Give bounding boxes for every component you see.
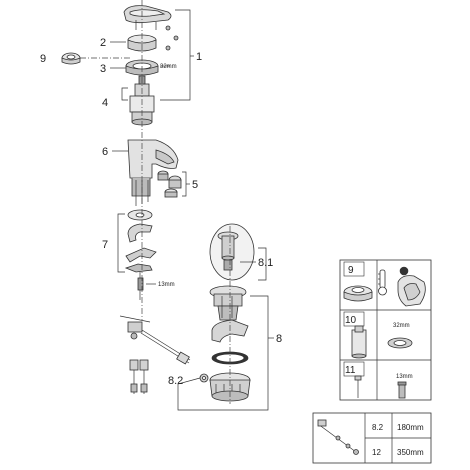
sizes-table — [312, 412, 432, 464]
spare-11-screw — [397, 381, 407, 399]
sizes-row-2-key: 12 — [372, 448, 381, 457]
sizes-row-1-value: 180mm — [397, 423, 424, 432]
pop-up-plug — [209, 223, 255, 281]
callout-8: 8 — [276, 333, 282, 345]
thermometer-icon — [378, 269, 387, 296]
callout-8-1: 8.1 — [258, 257, 273, 269]
spare-11-number: 11 — [345, 365, 356, 376]
supply-hoses — [129, 359, 149, 394]
hot-cold-dot-icon — [399, 266, 409, 276]
drain-body — [209, 285, 247, 321]
spare-10-number: 10 — [345, 315, 357, 326]
mounting-set — [124, 209, 157, 300]
callout-8-2: 8.2 — [168, 375, 183, 387]
bracket-4 — [121, 87, 128, 101]
callout-6: 6 — [102, 146, 108, 158]
lever-handle — [123, 5, 172, 30]
sizes-row-2-value: 350mm — [397, 448, 424, 457]
callout-2: 2 — [100, 37, 106, 49]
aerator-set — [157, 170, 182, 198]
dimension-32mm: 32mm — [160, 64, 177, 70]
callout-1: 1 — [196, 51, 202, 63]
callout-5: 5 — [192, 179, 198, 191]
callout-7: 7 — [102, 239, 108, 251]
spare-9-handle — [397, 275, 426, 307]
spare-10-cartridge — [351, 325, 367, 359]
callout-9: 9 — [40, 53, 46, 65]
lift-rod-assembly — [119, 315, 191, 365]
spare-9-seal — [343, 285, 373, 302]
spare-11-rod — [354, 375, 362, 398]
spare-9-number: 9 — [348, 265, 354, 276]
spare-10-ring — [387, 337, 413, 349]
set-screws — [165, 25, 179, 51]
callout-3: 3 — [100, 63, 106, 75]
spare-10-dimension: 32mm — [393, 323, 410, 329]
spare-seal — [61, 52, 81, 65]
faucet-body — [127, 139, 179, 197]
spare-11-dimension: 13mm — [396, 374, 413, 380]
callout-4: 4 — [102, 97, 108, 109]
dimension-13mm: 13mm — [158, 282, 175, 288]
bracket-7 — [117, 213, 125, 273]
leader-lines — [110, 9, 274, 411]
drain-nut — [199, 373, 209, 383]
sizes-table-rod-illustration — [317, 419, 359, 455]
sizes-row-1-key: 8.2 — [372, 423, 384, 432]
